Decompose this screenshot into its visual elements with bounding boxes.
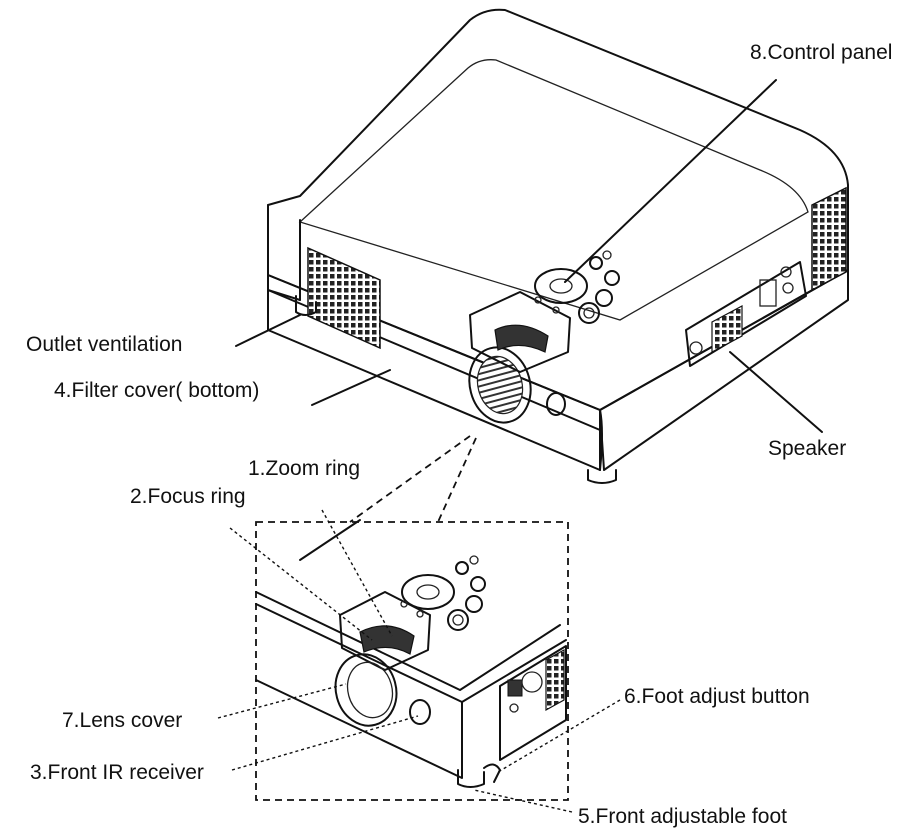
leader-focus-ring — [229, 527, 373, 641]
side-vent-grill — [811, 186, 847, 292]
label-foot-adjust-button: 6.Foot adjust button — [624, 685, 810, 708]
label-focus-ring: 2.Focus ring — [130, 485, 246, 508]
rear-foot — [295, 295, 317, 316]
projector-body — [267, 8, 849, 484]
detail-inset-frame — [255, 521, 569, 801]
lens — [468, 346, 532, 424]
speaker-grill — [711, 305, 743, 353]
lens-ring-housing — [469, 291, 571, 373]
detail-view — [255, 519, 567, 788]
label-filter-cover: 4.Filter cover( bottom) — [54, 379, 260, 402]
label-control-panel: 8.Control panel — [750, 41, 893, 64]
label-lens-cover: 7.Lens cover — [62, 709, 183, 732]
front-ir-receiver — [546, 392, 566, 416]
label-outlet-ventilation: Outlet ventilation — [26, 333, 183, 356]
label-speaker: Speaker — [768, 437, 847, 460]
rear-connector-panel — [685, 261, 807, 367]
zoom-guide-left — [349, 435, 471, 523]
label-front-ir-receiver: 3.Front IR receiver — [30, 761, 204, 784]
leader-ir-receiver — [231, 715, 419, 771]
detail-foot-adjust-button — [483, 763, 501, 783]
detail-lens-cover — [334, 653, 398, 727]
leader-control-panel — [564, 79, 777, 283]
zoom-guide-right — [437, 437, 477, 523]
leader-zoom-ring — [321, 509, 393, 637]
control-panel — [534, 250, 620, 324]
label-zoom-ring: 1.Zoom ring — [248, 457, 361, 480]
detail-ir-receiver — [409, 699, 431, 725]
label-front-adjustable-foot: 5.Front adjustable foot — [578, 805, 787, 828]
leader-front-adjustable-foot — [473, 789, 573, 813]
outlet-ventilation-grill — [307, 246, 381, 350]
leader-lens-cover — [217, 683, 347, 719]
leader-outlet-ventilation — [235, 314, 301, 347]
leader-filter-cover — [311, 369, 391, 406]
leader-speaker — [729, 351, 823, 433]
detail-front-foot — [457, 769, 485, 788]
front-foot-main — [587, 469, 617, 484]
detail-focus-zoom-rings — [359, 625, 415, 655]
detail-control-dpad — [401, 574, 455, 610]
